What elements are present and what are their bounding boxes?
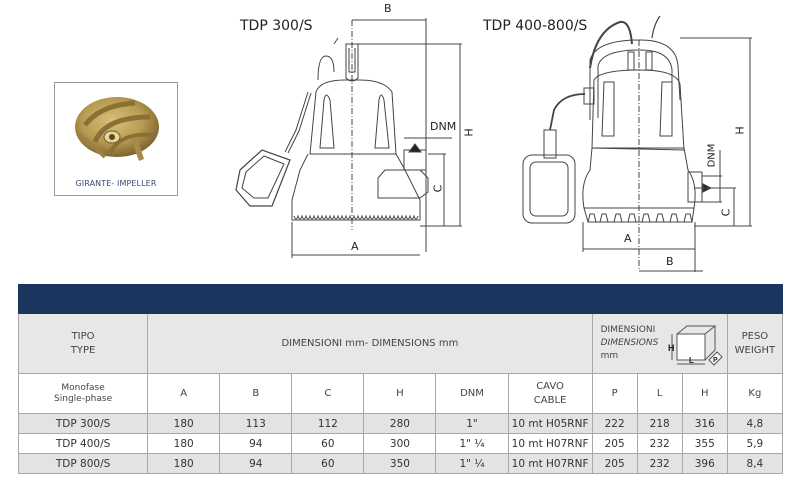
pack-dims-it: DIMENSIONI <box>600 325 656 335</box>
dnm-cell: 1" <box>435 413 509 434</box>
pump-drawing-tdp300 <box>235 18 462 258</box>
a-cell: 180 <box>147 413 221 434</box>
dim-label-h-400: H <box>733 126 747 135</box>
phase-header-en: Single-phase <box>54 393 113 404</box>
pump-drawing-tdp400-800 <box>522 15 752 272</box>
dim-label-a-400: A <box>624 232 632 245</box>
svg-text:P: P <box>713 357 718 364</box>
col-kg-header: Kg <box>726 373 784 414</box>
dim-label-c-300: C <box>431 184 445 193</box>
col-l-header: L <box>636 373 683 414</box>
col-p-header: P <box>591 373 638 414</box>
c-cell: 60 <box>291 453 365 474</box>
a-cell: 180 <box>147 453 221 474</box>
pack-dims-unit: mm <box>600 351 619 361</box>
svg-text:L: L <box>689 356 694 365</box>
box-dimensions-icon: H L P <box>668 325 723 366</box>
dnm-cell: 1" ¼ <box>435 433 509 454</box>
b-cell: 94 <box>219 453 293 474</box>
col-h-header: H <box>363 373 437 414</box>
table-header-row: TIPO TYPE DIMENSIONI mm- DIMENSIONS mm D… <box>17 313 784 374</box>
l-cell: 232 <box>636 433 683 454</box>
p-cell: 205 <box>591 433 638 454</box>
phase-header-it: Monofase <box>61 382 105 393</box>
kg-cell: 4,8 <box>726 413 784 434</box>
dim-label-a-300: A <box>351 240 359 253</box>
type-header-en: TYPE <box>70 344 96 356</box>
table-subheader-row: Monofase Single-phase A B C H DNM CAVO C… <box>17 373 784 414</box>
dim-label-dnm-400: DNM <box>706 143 718 168</box>
model-cell: TDP 300/S <box>17 413 149 434</box>
h2-cell: 396 <box>681 453 728 474</box>
p-cell: 205 <box>591 453 638 474</box>
kg-cell: 8,4 <box>726 453 784 474</box>
drawing-title-tdp400-800: TDP 400-800/S <box>483 18 588 34</box>
col-h2-header: H <box>681 373 728 414</box>
l-cell: 218 <box>636 413 683 434</box>
table-row: TDP 400/S 180 94 60 300 1" ¼ 10 mt H07RN… <box>17 433 784 454</box>
phase-header: Monofase Single-phase <box>17 373 149 414</box>
cable-cell: 10 mt H07RNF <box>507 453 593 474</box>
b-cell: 113 <box>219 413 293 434</box>
h-cell: 280 <box>363 413 437 434</box>
h2-cell: 316 <box>681 413 728 434</box>
weight-header-it: PESO <box>741 330 769 342</box>
col-b-header: B <box>219 373 293 414</box>
a-cell: 180 <box>147 433 221 454</box>
weight-header: PESO WEIGHT <box>726 313 784 374</box>
pack-dimensions-header: DIMENSIONI DIMENSIONS mm H L P <box>591 313 728 374</box>
dnm-cell: 1" ¼ <box>435 453 509 474</box>
cable-header-it: CAVO <box>536 380 564 392</box>
impeller-image-card: GIRANTE- IMPELLER <box>54 82 178 196</box>
p-cell: 222 <box>591 413 638 434</box>
cable-header-en: CABLE <box>533 394 567 406</box>
h-cell: 350 <box>363 453 437 474</box>
c-cell: 60 <box>291 433 365 454</box>
b-cell: 94 <box>219 433 293 454</box>
kg-cell: 5,9 <box>726 433 784 454</box>
dim-label-b-300: B <box>384 2 392 15</box>
dim-label-c-400: C <box>719 208 733 217</box>
type-header: TIPO TYPE <box>17 313 149 374</box>
l-cell: 232 <box>636 453 683 474</box>
drawing-title-tdp300: TDP 300/S <box>240 18 313 34</box>
col-dnm-header: DNM <box>435 373 509 414</box>
model-cell: TDP 800/S <box>17 453 149 474</box>
col-c-header: C <box>291 373 365 414</box>
table-row: TDP 300/S 180 113 112 280 1" 10 mt H05RN… <box>17 413 784 434</box>
col-cable-header: CAVO CABLE <box>507 373 593 414</box>
pump-line-drawings <box>235 15 752 272</box>
table-header-band <box>18 284 783 314</box>
col-a-header: A <box>147 373 221 414</box>
table-row: TDP 800/S 180 94 60 350 1" ¼ 10 mt H07RN… <box>17 453 784 474</box>
dim-label-b-400: B <box>666 255 674 268</box>
h2-cell: 355 <box>681 433 728 454</box>
pack-dims-en: DIMENSIONS <box>600 338 659 348</box>
dim-label-dnm-300: DNM <box>430 120 457 133</box>
dimensions-header: DIMENSIONI mm- DIMENSIONS mm <box>147 313 593 374</box>
svg-text:H: H <box>668 343 675 353</box>
type-header-it: TIPO <box>71 330 95 342</box>
specifications-table: TIPO TYPE DIMENSIONI mm- DIMENSIONS mm D… <box>17 284 784 474</box>
impeller-caption: GIRANTE- IMPELLER <box>75 179 157 188</box>
impeller-icon <box>75 97 159 161</box>
c-cell: 112 <box>291 413 365 434</box>
weight-header-en: WEIGHT <box>734 344 776 356</box>
cable-cell: 10 mt H07RNF <box>507 433 593 454</box>
model-cell: TDP 400/S <box>17 433 149 454</box>
h-cell: 300 <box>363 433 437 454</box>
cable-cell: 10 mt H05RNF <box>507 413 593 434</box>
dim-label-h-300: H <box>462 128 476 137</box>
